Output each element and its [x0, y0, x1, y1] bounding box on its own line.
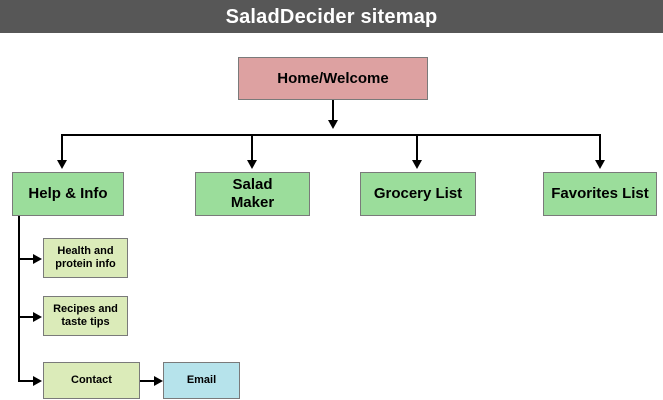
connector-bus-drop-salad-maker: [251, 134, 253, 162]
arrowhead-bus-drop-help: [57, 160, 67, 169]
connector-bus-drop-grocery-list: [416, 134, 418, 162]
header-bar: SaladDecider sitemap: [0, 0, 663, 33]
node-help-and-info[interactable]: Help & Info: [12, 172, 124, 216]
node-salad-maker-label-line1: Salad: [232, 176, 273, 194]
node-health-and-protein-info-label-line2: protein info: [55, 258, 116, 270]
connector-branch-recipes-tips: [18, 316, 36, 318]
node-recipes-and-taste-tips[interactable]: Recipes and taste tips: [43, 296, 128, 336]
node-salad-maker[interactable]: Salad Maker: [195, 172, 310, 216]
node-favorites-list[interactable]: Favorites List: [543, 172, 657, 216]
arrowhead-root-stem: [328, 120, 338, 129]
node-recipes-and-taste-tips-label-line1: Recipes and: [53, 303, 118, 316]
node-home-welcome-label: Home/Welcome: [277, 69, 389, 87]
node-health-and-protein-info[interactable]: Health and protein info: [43, 238, 128, 278]
arrowhead-branch-health-info: [33, 254, 42, 264]
connector-contact-to-email: [140, 380, 158, 382]
arrowhead-branch-recipes-tips: [33, 312, 42, 322]
node-contact[interactable]: Contact: [43, 362, 140, 399]
arrowhead-bus-drop-grocery-list: [412, 160, 422, 169]
connector-branch-contact: [18, 380, 36, 382]
node-grocery-list-label: Grocery List: [373, 185, 463, 203]
node-email[interactable]: Email: [163, 362, 240, 399]
connector-bus-drop-help: [61, 134, 63, 162]
connector-bus-drop-favorites-list: [599, 134, 601, 162]
arrowhead-branch-contact: [33, 376, 42, 386]
connector-root-stem: [332, 100, 334, 122]
node-favorites-list-label: Favorites List: [551, 185, 649, 203]
connector-branch-health-info: [18, 258, 36, 260]
connector-bus-horizontal: [61, 134, 601, 136]
node-home-welcome[interactable]: Home/Welcome: [238, 57, 428, 100]
arrowhead-contact-to-email: [154, 376, 163, 386]
node-health-and-protein-info-label-line1: Health and: [57, 245, 114, 258]
page-title: SaladDecider sitemap: [225, 5, 438, 28]
node-recipes-and-taste-tips-label-line2: taste tips: [61, 316, 110, 328]
arrowhead-bus-drop-salad-maker: [247, 160, 257, 169]
arrowhead-bus-drop-favorites-list: [595, 160, 605, 169]
connector-help-stem: [18, 216, 20, 381]
node-salad-maker-label-line2: Maker: [230, 194, 275, 211]
node-contact-label: Contact: [71, 374, 112, 387]
node-email-label: Email: [186, 374, 217, 387]
node-help-and-info-label: Help & Info: [28, 185, 108, 203]
node-grocery-list[interactable]: Grocery List: [360, 172, 476, 216]
